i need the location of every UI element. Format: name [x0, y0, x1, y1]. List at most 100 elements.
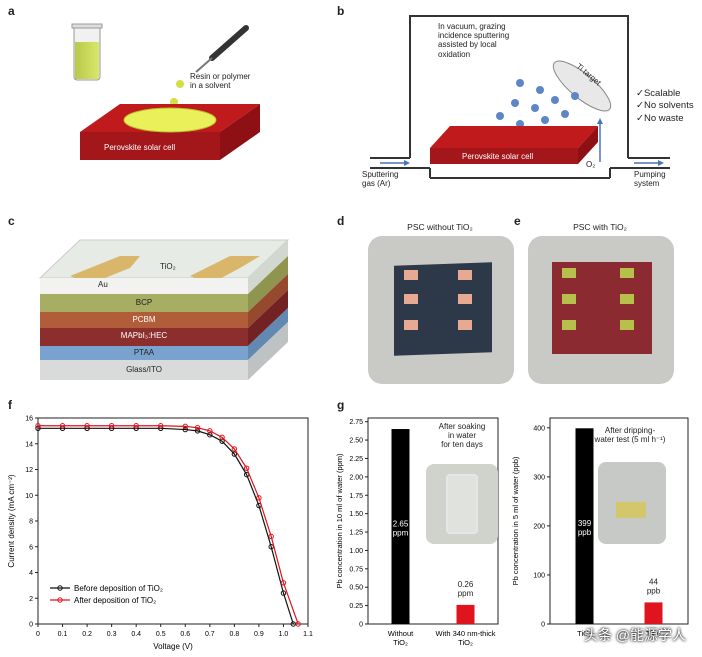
- panel-letter-d: d: [337, 214, 345, 228]
- x-tick-label: 0.6: [180, 631, 190, 638]
- soaking-note: After soaking in water for ten days: [438, 422, 486, 450]
- y-tick-label: 1.50: [349, 511, 363, 518]
- y-tick-label: 100: [533, 572, 545, 579]
- dripping-note: After dripping- water test (5 ml h⁻¹): [594, 426, 666, 445]
- y-axis-label: Pb concentration in 10 ml of water (ppm): [335, 453, 344, 589]
- data-point: [219, 438, 225, 444]
- panel-letter-c: c: [8, 214, 15, 228]
- y-tick-label: 2.50: [349, 438, 363, 445]
- layer-bcp: BCP: [135, 298, 153, 307]
- bar: [644, 602, 663, 624]
- layer-tio2: TiO₂: [160, 262, 176, 271]
- vial-icon: [71, 23, 103, 81]
- y-tick-label: 1.00: [349, 548, 363, 555]
- x-tick-label: 0.3: [107, 631, 117, 638]
- y-tick-label: 0.25: [349, 603, 363, 610]
- y-tick-label: 2.75: [349, 419, 363, 426]
- y-tick-label: 4: [29, 570, 33, 577]
- plot-frame: [549, 417, 689, 625]
- sputtering-gas-label: Sputtering gas (Ar): [362, 170, 399, 189]
- y-tick-label: 1.25: [349, 530, 363, 537]
- chart-g-left-pb-ppm: 00.250.500.751.001.251.501.752.002.252.5…: [335, 417, 499, 647]
- panel-letter-e: e: [514, 214, 521, 228]
- data-point: [194, 428, 201, 434]
- inset-photo-dripping: [598, 462, 666, 544]
- data-point: [84, 423, 90, 429]
- bar: [391, 429, 410, 624]
- panel-c-stack: [38, 239, 290, 380]
- x-tick-label: 0.2: [82, 631, 92, 638]
- x-tick-label: 0.9: [254, 631, 264, 638]
- y-tick-label: 400: [533, 425, 545, 432]
- resin-label: Resin or polymer in a solvent: [190, 72, 251, 91]
- data-point: [133, 423, 139, 429]
- data-point: [207, 428, 213, 434]
- y-tick-label: 0.75: [349, 566, 363, 573]
- data-point: [194, 424, 201, 431]
- perovskite-label-b: Perovskite solar cell: [462, 152, 534, 161]
- y-tick-label: 0: [541, 622, 545, 629]
- data-point: [243, 465, 250, 471]
- data-point: [268, 533, 274, 540]
- panel-letter-b: b: [337, 4, 345, 18]
- data-point: [290, 621, 296, 627]
- layer-pcbm: PCBM: [132, 315, 156, 324]
- panel-a-illustration: [71, 23, 260, 160]
- y-tick-label: 0.50: [349, 585, 363, 592]
- data-point: [231, 451, 238, 457]
- photo-title-e: PSC with TiO₂: [573, 222, 627, 232]
- data-point: [256, 495, 262, 501]
- x-tick-label: 0.5: [156, 631, 166, 638]
- y-tick-label: 300: [533, 474, 545, 481]
- y-tick-label: 14: [25, 441, 33, 448]
- data-point: [158, 423, 164, 429]
- bar: [456, 604, 475, 624]
- x-tick-label: 0.1: [58, 631, 68, 638]
- plot-frame: [367, 417, 499, 625]
- plot-frame: [37, 417, 309, 625]
- data-point: [280, 590, 287, 596]
- bar: [575, 428, 594, 624]
- x-tick-label: 1.0: [279, 631, 289, 638]
- legend-label: Before deposition of TiO₂: [74, 584, 163, 593]
- y-tick-label: 0: [359, 622, 363, 629]
- y-tick-label: 8: [29, 519, 33, 526]
- benefit-item: ✓No solvents: [636, 100, 694, 112]
- panel-letter-a: a: [8, 4, 15, 18]
- x-category-label: TiO₂: [646, 629, 661, 638]
- layer-ptaa: PTAA: [133, 348, 155, 357]
- vacuum-label: In vacuum, grazing incidence sputtering …: [438, 22, 510, 59]
- panel-letter-f: f: [8, 398, 12, 412]
- x-tick-label: 1.1: [303, 631, 313, 638]
- data-point: [182, 426, 188, 433]
- y-tick-label: 12: [25, 467, 33, 474]
- y-tick-label: 2.25: [349, 456, 363, 463]
- panel-letter-g: g: [337, 398, 345, 412]
- photo-psc-with-tio2: [528, 236, 674, 384]
- x-category-label: TiO₂: [577, 629, 592, 638]
- legend-marker: [57, 597, 63, 603]
- y-axis-label: Current density (mA cm⁻²): [7, 474, 16, 567]
- data-point: [182, 423, 188, 430]
- panel-b-illustration: [370, 15, 670, 179]
- x-tick-label: 0.4: [131, 631, 141, 638]
- x-tick-label: 0.7: [205, 631, 215, 638]
- y-tick-label: 0: [29, 622, 33, 629]
- y-tick-label: 6: [29, 544, 33, 551]
- photo-psc-without-tio2: [368, 236, 514, 384]
- perovskite-slab-b: [430, 126, 598, 164]
- y-axis-label: Pb concentration in 5 ml of water (ppb): [511, 456, 520, 585]
- data-point: [219, 434, 225, 441]
- x-tick-label: 0: [36, 631, 40, 638]
- data-point: [108, 423, 115, 429]
- pumping-label: Pumping system: [634, 170, 666, 189]
- series-line: [38, 425, 299, 625]
- data-point: [231, 446, 238, 452]
- data-point: [295, 621, 301, 627]
